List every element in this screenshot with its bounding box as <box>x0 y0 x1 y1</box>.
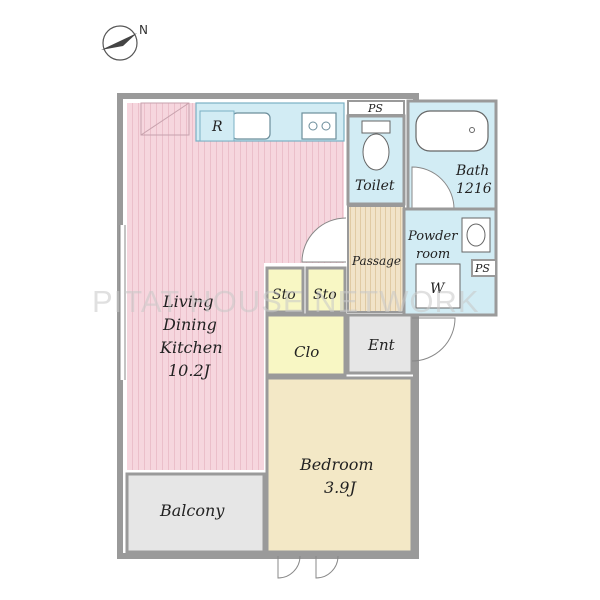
bedroom-size: 3.9J <box>324 478 357 497</box>
powder-label-1: Powder <box>407 229 458 244</box>
compass-label: N <box>139 23 148 37</box>
ps-side-label: PS <box>474 262 490 275</box>
storage-2 <box>305 266 347 314</box>
entrance-label: Ent <box>367 336 396 354</box>
bottom-door-left <box>277 555 301 579</box>
balcony-label: Balcony <box>159 501 225 520</box>
closet <box>265 313 347 377</box>
toilet-tank-icon <box>361 120 391 134</box>
bottom-door-right <box>315 555 339 579</box>
passage-label: Passage <box>351 254 401 268</box>
bath-size: 1216 <box>456 181 492 197</box>
fridge-label: R <box>211 119 223 135</box>
storage-2-label: Sto <box>313 287 337 303</box>
watermark: PITAT HOUSE NETWORK <box>92 284 480 319</box>
cabinet <box>140 102 190 136</box>
pipe-space-side <box>471 259 497 277</box>
ldk-label-3: Kitchen <box>159 338 223 357</box>
north-arrow-icon: N <box>101 23 148 61</box>
ldk-label-1: Living <box>162 292 213 311</box>
bath-label: Bath <box>455 163 489 179</box>
closet-label: Clo <box>294 343 319 361</box>
ps-top-label: PS <box>367 102 383 115</box>
pipe-space-top <box>347 100 405 116</box>
fridge-space <box>199 110 235 142</box>
washer-label: W <box>430 281 446 297</box>
balcony <box>125 472 266 554</box>
entrance-door-swing <box>411 317 456 362</box>
ldk-floor <box>127 103 264 470</box>
storage-1 <box>265 266 305 314</box>
storage-1-label: Sto <box>272 287 296 303</box>
bedroom <box>265 376 414 554</box>
toilet-label: Toilet <box>355 178 395 194</box>
bath-door-swing <box>411 166 455 210</box>
ldk-size: 10.2J <box>168 361 212 380</box>
powder-label-2: room <box>416 247 450 262</box>
sink-icon <box>231 112 271 140</box>
toilet-icon <box>362 133 390 171</box>
bathtub-icon <box>415 110 489 152</box>
washer-space <box>415 263 461 309</box>
passage-door-swing <box>301 217 347 263</box>
bedroom-label: Bedroom <box>299 455 374 474</box>
entrance <box>346 313 414 375</box>
stove-icon <box>301 112 337 140</box>
ldk-label-2: Dining <box>162 315 217 334</box>
